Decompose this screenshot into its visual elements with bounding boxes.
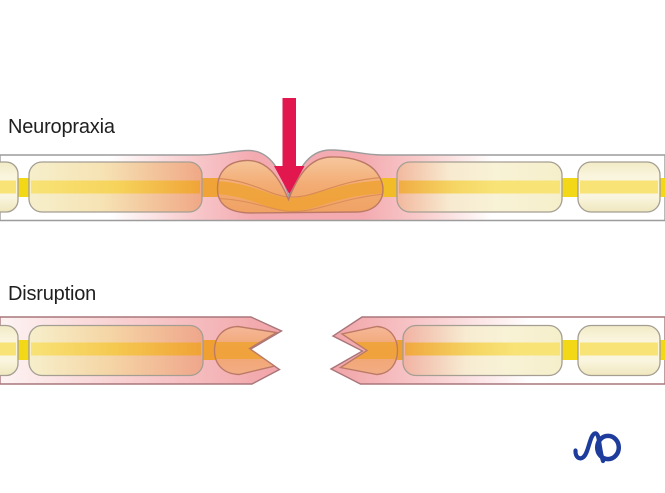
label-neuropraxia: Neuropraxia <box>8 116 115 138</box>
ao-logo <box>573 431 622 464</box>
crushed-segment <box>216 156 384 214</box>
disruption-nerve <box>0 316 665 385</box>
axon-bands <box>0 342 658 356</box>
axon-connectors <box>17 178 665 197</box>
neuropraxia-nerve <box>0 98 665 222</box>
label-disruption: Disruption <box>8 283 97 305</box>
ao-logo-letter-o <box>594 433 622 462</box>
compression-arrow-icon <box>274 98 305 194</box>
torn-segment-right <box>338 325 399 376</box>
axon-bands <box>0 180 658 194</box>
torn-segment-left <box>213 325 279 376</box>
